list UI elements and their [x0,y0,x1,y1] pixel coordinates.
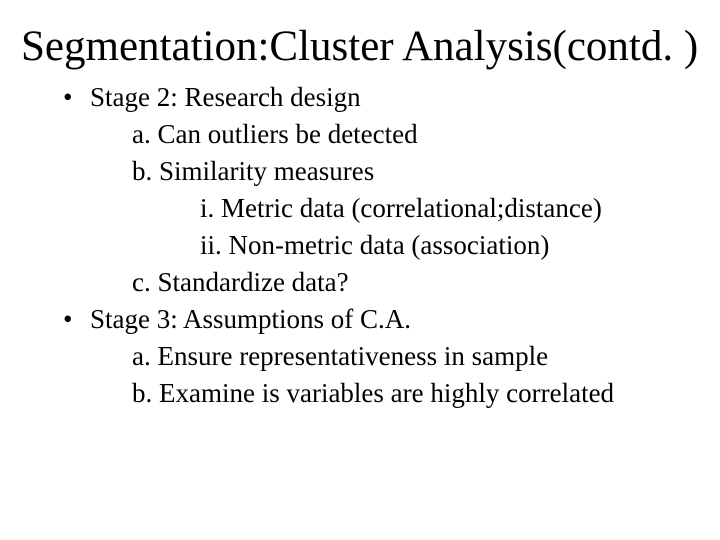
list-item: b. Similarity measures [0,153,720,190]
list-item: b. Examine is variables are highly corre… [0,375,720,412]
bullet-icon: • [63,82,73,112]
list-item: ii. Non-metric data (association) [0,227,720,264]
list-item-text: a. Can outliers be detected [132,119,418,149]
list-item-text: i. Metric data (correlational;distance) [200,193,602,223]
outline-list: • Stage 2: Research design a. Can outlier… [0,79,720,412]
list-item-text: Stage 3: Assumptions of C.A. [90,304,412,334]
bullet-icon: • [63,304,73,334]
list-item-text: c. Standardize data? [132,267,349,297]
list-item-text: b. Similarity measures [132,156,375,186]
list-item-text: Stage 2: Research design [90,82,361,112]
list-item: • Stage 2: Research design [0,79,720,116]
list-item-text: ii. Non-metric data (association) [200,230,550,260]
list-item: i. Metric data (correlational;distance) [0,190,720,227]
list-item: • Stage 3: Assumptions of C.A. [0,301,720,338]
list-item: c. Standardize data? [0,264,720,301]
list-item: a. Can outliers be detected [0,116,720,153]
list-item-text: b. Examine is variables are highly corre… [132,378,615,408]
list-item-text: a. Ensure representativeness in sample [132,341,549,371]
list-item: a. Ensure representativeness in sample [0,338,720,375]
slide-title: Segmentation:Cluster Analysis(contd. ) [21,23,699,70]
